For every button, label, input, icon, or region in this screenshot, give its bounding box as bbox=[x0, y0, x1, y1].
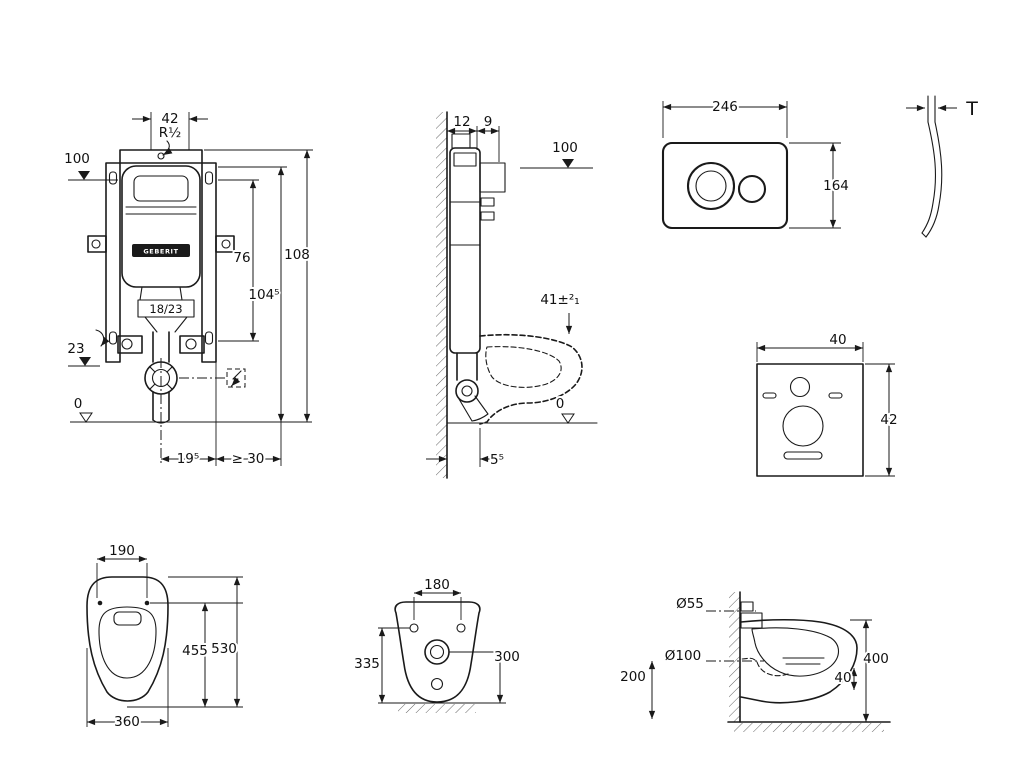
level-marker-23-icon bbox=[79, 357, 91, 366]
flush-plate-geometry bbox=[661, 101, 841, 230]
dim-water-thread: R½ bbox=[159, 125, 181, 141]
wc-top-view: 190 455 530 360 bbox=[86, 541, 243, 732]
level-marker-100-icon bbox=[562, 159, 574, 168]
dim-left-height: 335 bbox=[354, 656, 380, 672]
lightning-bolt-icon bbox=[230, 370, 242, 387]
dim-zero-level: 0 bbox=[74, 396, 83, 412]
dim-top-level: 100 bbox=[64, 151, 90, 167]
dim-detail: 40 bbox=[834, 670, 851, 686]
dim-bowl-depth: 455 bbox=[182, 643, 208, 659]
dim-rim-height: 400 bbox=[863, 651, 889, 667]
dim-plate-thickness: T bbox=[965, 98, 978, 120]
level-marker-0-icon bbox=[79, 412, 93, 423]
wc-rear-view: 180 335 300 bbox=[352, 575, 522, 713]
cistern-front-geometry bbox=[68, 112, 313, 466]
level-marker-0-icon bbox=[561, 413, 575, 424]
dim-outlet-diameter: Ø100 bbox=[665, 648, 701, 664]
cistern-side-geometry bbox=[426, 111, 598, 479]
floor-hatching bbox=[734, 723, 884, 732]
dim-tank-height: 76 bbox=[233, 250, 250, 266]
flex-hose-arrow-icon bbox=[95, 329, 110, 347]
dim-wall-offset: 5⁵ bbox=[490, 452, 504, 468]
dim-plate-depth: 9 bbox=[484, 114, 493, 130]
dim-outlet-range: 18/23 bbox=[149, 302, 182, 316]
brand-band bbox=[132, 244, 190, 257]
flush-button-large bbox=[686, 161, 736, 211]
dim-bowl-height: 41±²₁ bbox=[540, 292, 579, 308]
dim-pan-width: 360 bbox=[114, 714, 140, 730]
cistern-front-view: 42 R½ 100 76 104⁵ 108 18/23 23 0 19⁵ ≥ 3… bbox=[62, 109, 313, 469]
dim-plate-height: 164 bbox=[823, 178, 849, 194]
flush-button-small bbox=[737, 174, 767, 204]
wc-rear-geometry bbox=[378, 589, 506, 713]
plate-recess-box bbox=[479, 162, 506, 193]
level-marker-100-icon bbox=[78, 171, 90, 180]
wall-hatching bbox=[729, 592, 740, 722]
dim-frame-depth: 12 bbox=[453, 114, 470, 130]
wc-top-geometry bbox=[86, 555, 243, 727]
dim-outlet-level: 23 bbox=[67, 341, 84, 357]
dim-total-depth: 530 bbox=[211, 641, 237, 657]
electrical-option-box bbox=[226, 368, 246, 388]
wc-pan-outline bbox=[86, 576, 169, 702]
dim-hinge-spacing: 190 bbox=[109, 543, 135, 559]
dim-side-clearance: ≥ 30 bbox=[232, 451, 265, 467]
dim-top-width: 42 bbox=[161, 111, 178, 127]
flush-plate-profile-geometry bbox=[906, 95, 957, 238]
dim-frame-height: 108 bbox=[284, 247, 310, 263]
flush-plate-profile-view: T bbox=[906, 95, 980, 238]
floor-hatching bbox=[398, 704, 476, 713]
wc-side-view: Ø55 Ø100 200 400 40 bbox=[618, 591, 891, 732]
dim-outlet-height: 200 bbox=[620, 669, 646, 685]
dim-right-height: 300 bbox=[494, 649, 520, 665]
brand-logo: GEBERIT bbox=[143, 248, 178, 256]
flush-inlet-hole bbox=[424, 639, 450, 665]
flush-plate-front-view: 246 164 bbox=[661, 97, 851, 230]
wc-bowl-outline bbox=[740, 618, 858, 704]
wc-side-geometry bbox=[648, 591, 891, 732]
dim-top-level: 100 bbox=[552, 140, 578, 156]
dim-zero-level: 0 bbox=[556, 396, 565, 412]
dim-plate-width: 246 bbox=[712, 99, 738, 115]
dim-outlet-offset: 19⁵ bbox=[177, 451, 200, 467]
dim-inlet-diameter: Ø55 bbox=[676, 596, 704, 612]
dim-install-height: 104⁵ bbox=[248, 287, 279, 303]
dim-pad-width: 40 bbox=[829, 332, 846, 348]
sound-insulation-view: 40 42 bbox=[756, 330, 900, 477]
sound-insulation-geometry bbox=[756, 342, 895, 477]
wc-pan-outline-dashed bbox=[479, 333, 583, 425]
wall-hatching bbox=[436, 112, 447, 478]
insulation-pad-body bbox=[756, 363, 864, 477]
dim-hole-spacing: 180 bbox=[424, 577, 450, 593]
flush-plate-body bbox=[661, 141, 789, 230]
dim-pad-height: 42 bbox=[880, 412, 897, 428]
water-supply-arrow-icon bbox=[162, 140, 173, 156]
wc-rear-outline bbox=[394, 601, 481, 703]
cistern-side-view: 12 9 100 41±²₁ 0 5⁵ bbox=[426, 111, 598, 479]
